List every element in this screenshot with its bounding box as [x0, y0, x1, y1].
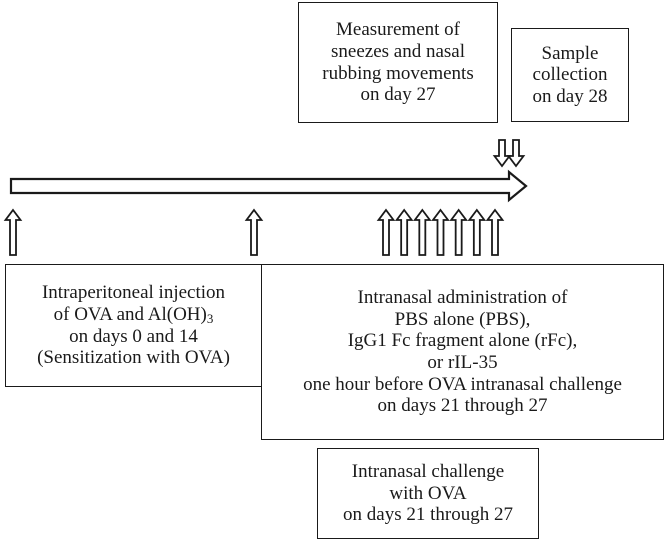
challenge-up-arrow: [413, 208, 432, 256]
sensitization-up-arrow: [3, 208, 23, 256]
measurement-line-2: sneezes and nasal: [331, 40, 465, 62]
measurement-line-3: rubbing movements: [322, 62, 474, 84]
ip-line-2: of OVA and Al(OH)3: [6, 304, 261, 326]
admin-line-3: IgG1 Fc fragment alone (rFc),: [347, 330, 578, 352]
sample-line-1: Sample: [541, 42, 599, 64]
challenge-up-arrow: [449, 208, 468, 256]
challenge-line-3: on days 21 through 27: [343, 504, 513, 526]
sensitization-up-arrow: [244, 208, 264, 256]
sample-collection-box: Sample collection on day 28: [511, 28, 629, 122]
admin-line-5: one hour before OVA intranasal challenge: [303, 373, 622, 395]
ip-line-2-text: of OVA and Al(OH): [53, 303, 207, 325]
ip-line-2-subscript: 3: [206, 310, 214, 326]
challenge-line-1: Intranasal challenge: [351, 461, 505, 483]
admin-line-1: Intranasal administration of: [357, 287, 568, 309]
ip-line-1: Intraperitoneal injection: [41, 282, 226, 304]
measurement-box: Measurement of sneezes and nasal rubbing…: [298, 2, 498, 123]
admin-line-6: on days 21 through 27: [377, 395, 548, 417]
measurement-line-1: Measurement of: [336, 19, 460, 41]
challenge-arrow-group: [376, 208, 505, 256]
down-arrow-group: [492, 139, 526, 168]
down-arrow: [492, 139, 512, 168]
challenge-line-2: with OVA: [389, 482, 467, 504]
admin-line-2: PBS alone (PBS),: [394, 308, 531, 330]
measurement-line-4: on day 27: [360, 84, 436, 106]
down-arrow: [506, 139, 526, 168]
challenge-up-arrow: [394, 208, 414, 256]
challenge-up-arrow: [467, 208, 487, 256]
intranasal-challenge-box: Intranasal challenge with OVA on days 21…: [317, 448, 539, 539]
challenge-up-arrow: [485, 208, 505, 256]
sensitization-arrow-group: [3, 208, 264, 256]
ip-line-3: on days 0 and 14: [69, 325, 198, 347]
intranasal-administration-box: Intranasal administration of PBS alone (…: [261, 264, 664, 440]
admin-line-4: or rIL-35: [427, 352, 498, 373]
timeline-arrow: [9, 169, 528, 203]
sample-line-3: on day 28: [532, 85, 608, 107]
challenge-up-arrow: [431, 208, 450, 256]
challenge-up-arrow: [376, 208, 396, 256]
sample-line-2: collection: [532, 64, 608, 86]
ip-line-4: (Sensitization with OVA): [37, 347, 230, 369]
intraperitoneal-injection-box: Intraperitoneal injection of OVA and Al(…: [5, 264, 262, 387]
